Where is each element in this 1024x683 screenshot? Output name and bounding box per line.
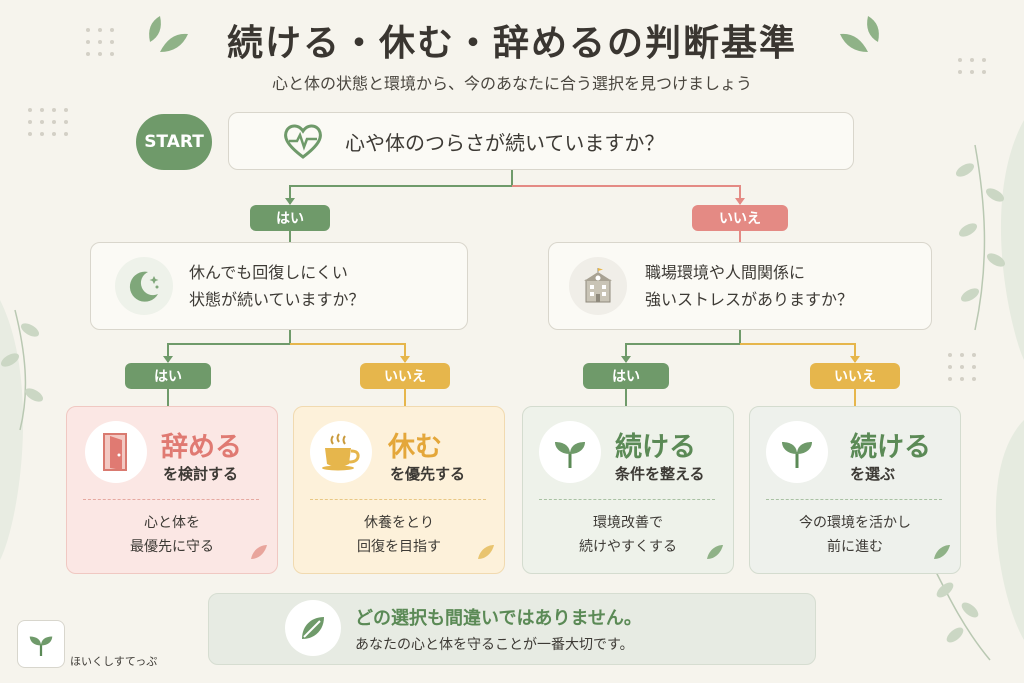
top-question-text: 心や体のつらさが続いていますか？ bbox=[345, 130, 665, 155]
outcome-continue-desc-line2: 前に進む bbox=[827, 539, 883, 555]
heart-pulse-icon bbox=[284, 124, 322, 159]
outcome-quit-divider bbox=[83, 499, 259, 500]
page-subtitle: 心と体の状態と環境から、今のあなたに合う選択を見つけましょう bbox=[271, 74, 752, 93]
outcome-continue-adjust-subtitle: 条件を整える bbox=[615, 465, 705, 483]
right-no-label: いいえ bbox=[810, 363, 900, 389]
sprout-icon bbox=[29, 636, 53, 656]
outcome-continue-adjust-card: 続ける 条件を整える 環境改善で 続けやすくする bbox=[522, 406, 734, 574]
outcome-rest-subtitle: を優先する bbox=[390, 465, 466, 483]
brand-name: ほいくしすてっぷ bbox=[70, 655, 158, 668]
bottom-message-title: どの選択も間違いではありません。 bbox=[355, 608, 642, 629]
left-yes-label: はい bbox=[125, 363, 211, 389]
outcome-quit-desc-line1: 心と体を bbox=[144, 515, 200, 531]
outcome-rest-divider bbox=[310, 499, 486, 500]
outcome-continue-adjust-title: 続ける bbox=[615, 432, 696, 463]
outcome-continue-divider bbox=[766, 499, 942, 500]
sprout-icon bbox=[539, 421, 601, 483]
start-badge: START bbox=[136, 114, 212, 170]
right-question-line1: 職場環境や人間関係に bbox=[645, 263, 806, 282]
bottom-message-subtitle: あなたの心と体を守ることが一番大切です。 bbox=[355, 637, 634, 653]
page-title: 続ける・休む・辞めるの判断基準 bbox=[226, 23, 797, 64]
outcome-rest-desc: 休養をとり 回復を目指す bbox=[294, 511, 504, 559]
left-question-line2: 状態が続いていますか？ bbox=[189, 290, 365, 309]
outcome-rest-desc-line2: 回復を目指す bbox=[357, 539, 441, 555]
outcome-rest-card: 休む を優先する 休養をとり 回復を目指す bbox=[293, 406, 505, 574]
outcome-rest-desc-line1: 休養をとり bbox=[364, 515, 434, 531]
right-yes-label: はい bbox=[583, 363, 669, 389]
right-question-box: 職場環境や人間関係に 強いストレスがありますか？ bbox=[548, 242, 932, 330]
branch-yes-label: はい bbox=[250, 205, 330, 231]
leaf-icon bbox=[251, 545, 267, 559]
leaf-icon bbox=[285, 600, 341, 656]
sprout-icon bbox=[766, 421, 828, 483]
left-no-label: いいえ bbox=[360, 363, 450, 389]
outcome-continue-desc: 今の環境を活かし 前に進む bbox=[750, 511, 960, 559]
outcome-continue-subtitle: を選ぶ bbox=[850, 465, 896, 483]
outcome-quit-card: 辞める を検討する 心と体を 最優先に守る bbox=[66, 406, 278, 574]
office-building-icon bbox=[569, 257, 627, 315]
outcome-continue-adjust-divider bbox=[539, 499, 715, 500]
outcome-continue-desc-line1: 今の環境を活かし bbox=[799, 515, 911, 531]
leaf-icon bbox=[707, 545, 723, 559]
leaf-icon bbox=[934, 545, 950, 559]
outcome-quit-desc: 心と体を 最優先に守る bbox=[67, 511, 277, 559]
outcome-continue-adjust-desc-line1: 環境改善で bbox=[593, 515, 663, 531]
outcome-rest-title: 休む bbox=[388, 432, 442, 463]
outcome-quit-title: 辞める bbox=[161, 432, 242, 463]
moon-icon bbox=[115, 257, 173, 315]
outcome-continue-adjust-desc: 環境改善で 続けやすくする bbox=[523, 511, 733, 559]
right-question-line2: 強いストレスがありますか？ bbox=[645, 290, 854, 309]
branch-no-label: いいえ bbox=[692, 205, 788, 231]
left-question-line1: 休んでも回復しにくい bbox=[189, 263, 348, 282]
top-question-box: 心や体のつらさが続いていますか？ bbox=[228, 112, 854, 170]
leaf-icon bbox=[478, 545, 494, 559]
outcome-quit-desc-line2: 最優先に守る bbox=[130, 539, 214, 555]
outcome-continue-title: 続ける bbox=[850, 432, 931, 463]
outcome-continue-card: 続ける を選ぶ 今の環境を活かし 前に進む bbox=[749, 406, 961, 574]
outcome-continue-adjust-desc-line2: 続けやすくする bbox=[579, 539, 677, 555]
bottom-message-box: どの選択も間違いではありません。 あなたの心と体を守ることが一番大切です。 bbox=[208, 593, 816, 665]
coffee-cup-icon bbox=[310, 421, 372, 483]
left-question-box: 休んでも回復しにくい 状態が続いていますか？ bbox=[90, 242, 468, 330]
outcome-quit-subtitle: を検討する bbox=[163, 465, 239, 483]
brand-logo bbox=[17, 620, 65, 668]
door-icon bbox=[85, 421, 147, 483]
